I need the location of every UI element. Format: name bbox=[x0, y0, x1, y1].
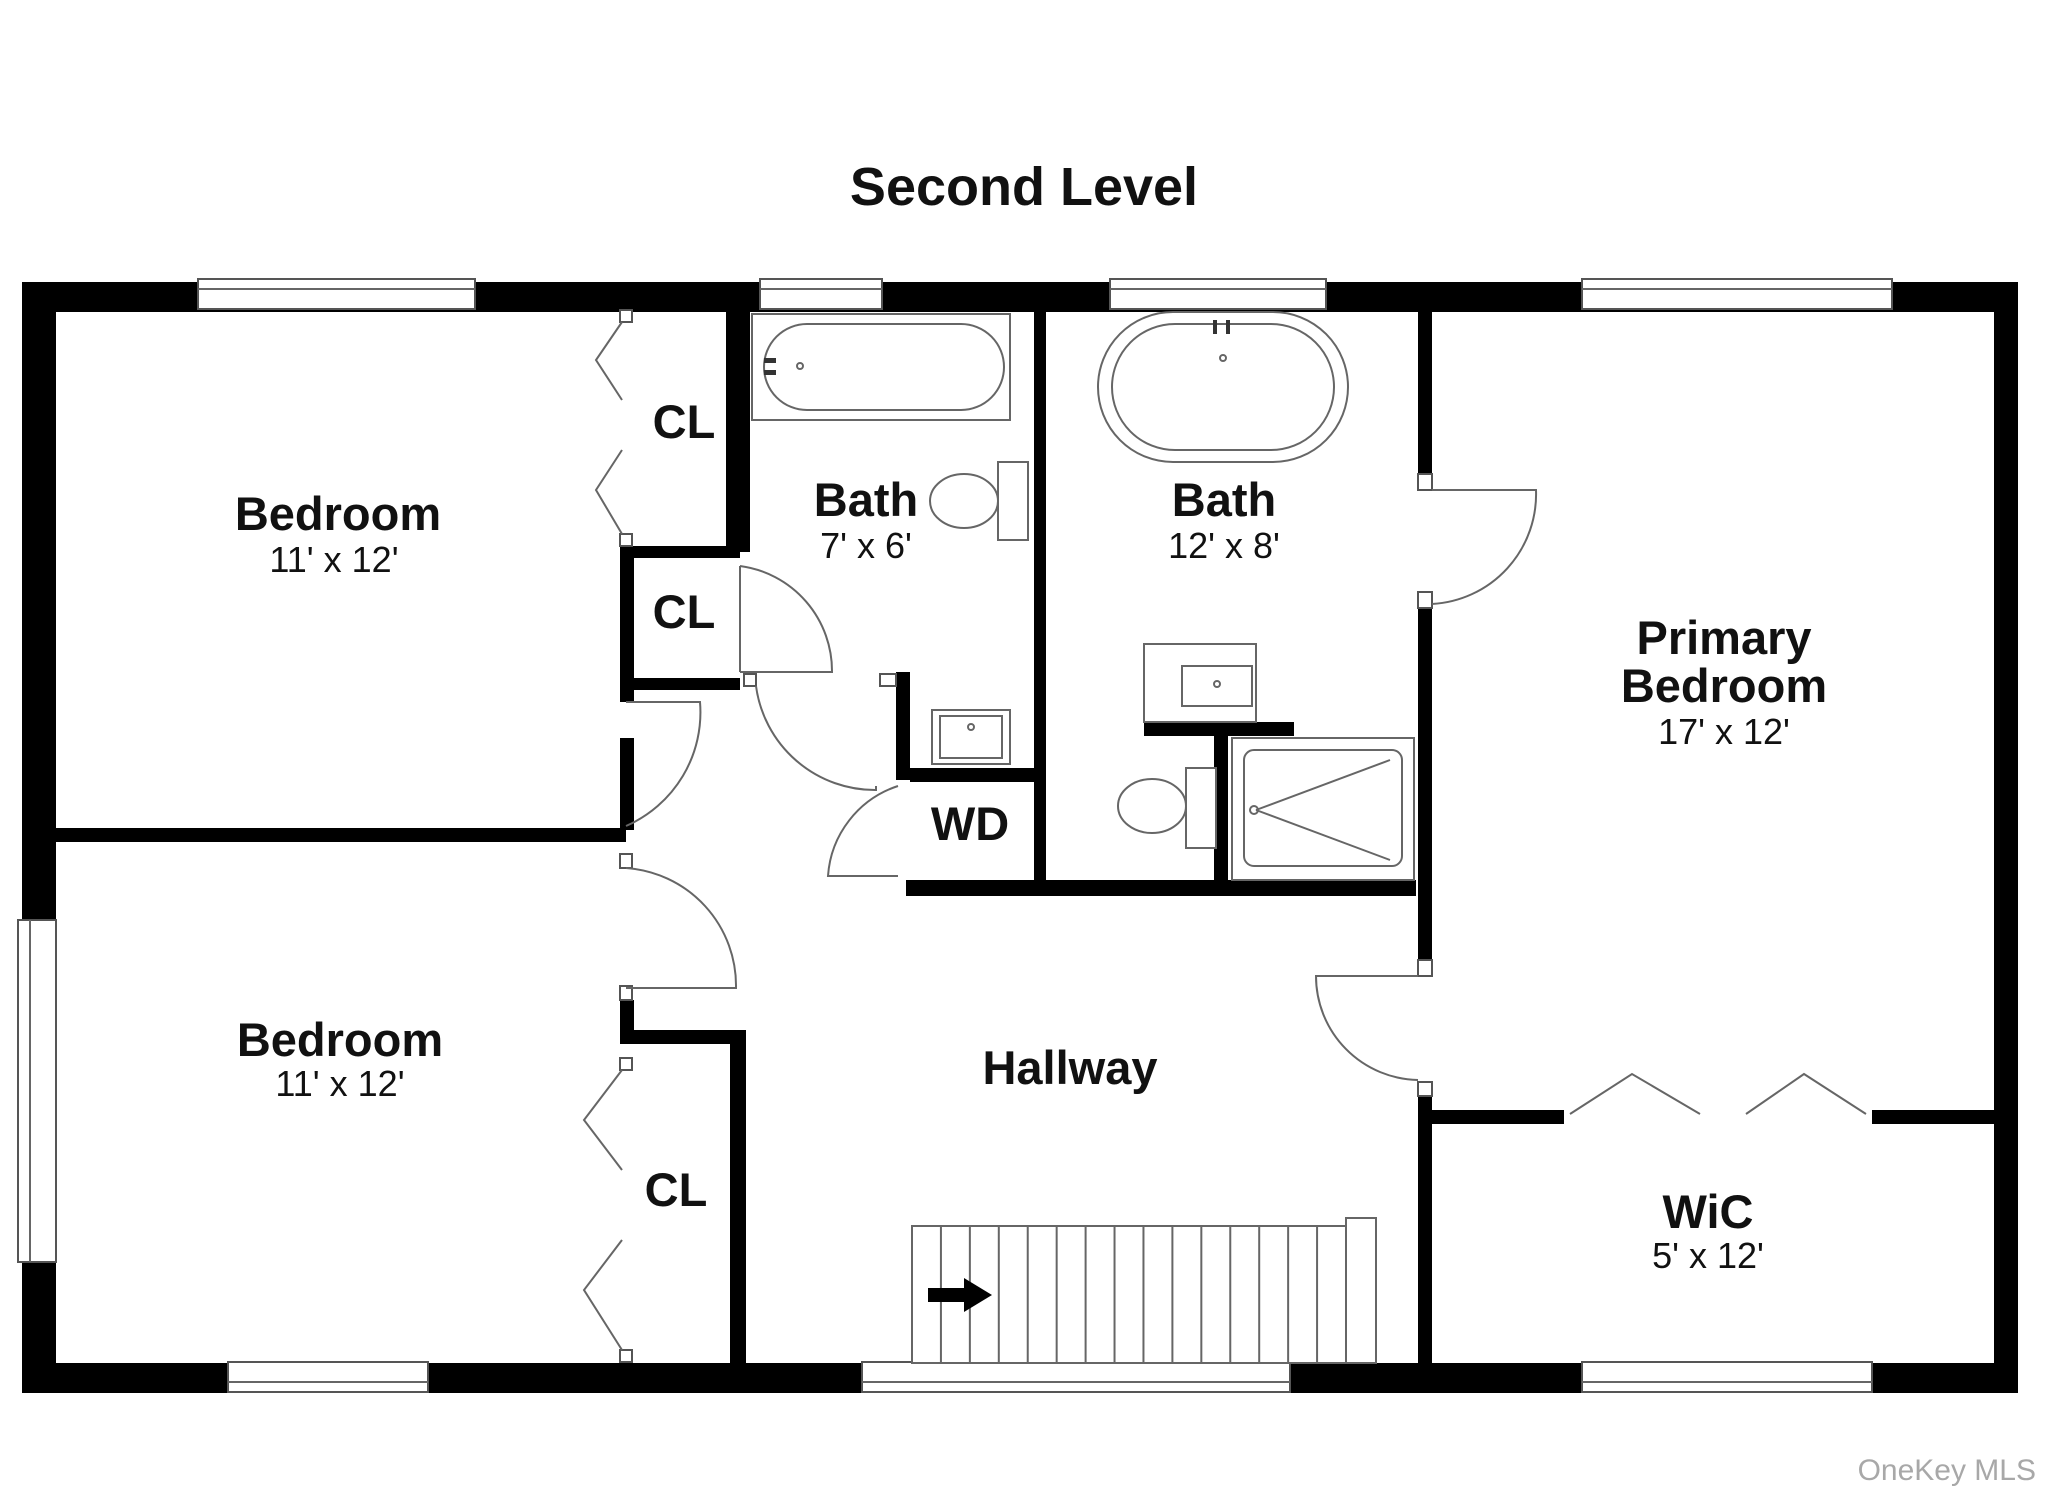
closet-bottom-name: CL bbox=[645, 1163, 708, 1216]
bath-primary-size: 12' x 8' bbox=[1168, 525, 1280, 566]
closet-top-name: CL bbox=[653, 395, 716, 448]
bathtub-small bbox=[751, 313, 1011, 421]
bath-primary-name: Bath bbox=[1172, 473, 1276, 526]
primary-bedroom-name-line2: Bedroom bbox=[1621, 659, 1827, 712]
bath-small-size: 7' x 6' bbox=[820, 525, 912, 566]
doors bbox=[625, 489, 1538, 1081]
bifold-doors bbox=[582, 321, 1867, 1351]
bedroom-top-name: Bedroom bbox=[235, 487, 441, 540]
washer-dryer-name: WD bbox=[931, 797, 1009, 850]
interior-walls bbox=[56, 312, 1994, 1364]
windows bbox=[17, 278, 1893, 1393]
shower bbox=[1231, 737, 1415, 881]
bedroom-bottom-name: Bedroom bbox=[237, 1013, 443, 1066]
watermark: OneKey MLS bbox=[1858, 1454, 2036, 1487]
door-jambs bbox=[619, 309, 1433, 1363]
closet-middle-name: CL bbox=[653, 585, 716, 638]
toilet-primary-bath bbox=[1117, 767, 1217, 849]
primary-bedroom-size: 17' x 12' bbox=[1658, 711, 1790, 752]
toilet-small-bath bbox=[929, 461, 1029, 541]
plan-title: Second Level bbox=[850, 157, 1198, 217]
vanity-primary-bath bbox=[1143, 643, 1257, 723]
hallway-name: Hallway bbox=[982, 1041, 1157, 1094]
sink-small-bath bbox=[931, 709, 1011, 765]
freestanding-tub bbox=[1097, 311, 1349, 463]
bath-small-name: Bath bbox=[814, 473, 918, 526]
stair-direction-arrow-icon bbox=[928, 1278, 992, 1312]
primary-bedroom-name-line1: Primary bbox=[1636, 611, 1811, 664]
wic-name: WiC bbox=[1663, 1185, 1754, 1238]
staircase bbox=[911, 1217, 1377, 1364]
wic-size: 5' x 12' bbox=[1652, 1235, 1764, 1276]
bedroom-top-size: 11' x 12' bbox=[269, 539, 398, 580]
bedroom-bottom-size: 11' x 12' bbox=[275, 1063, 404, 1104]
